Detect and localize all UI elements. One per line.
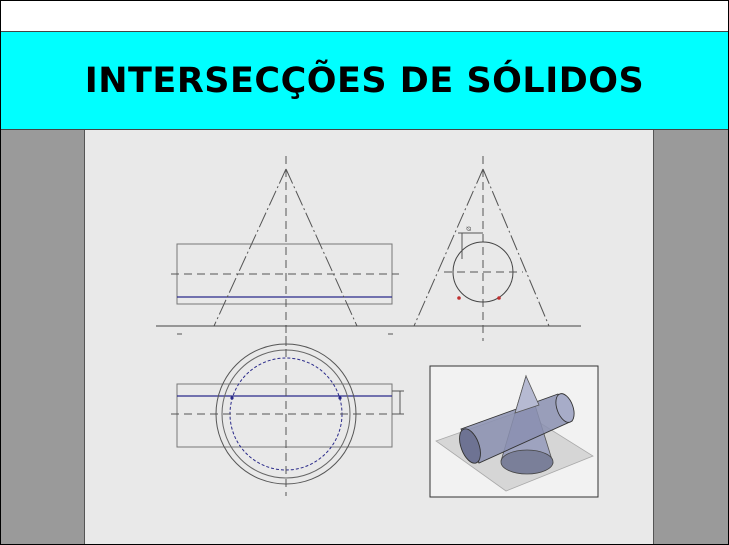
side-view: Ø	[413, 156, 550, 341]
side-point-right	[497, 296, 501, 300]
top-point-right	[338, 396, 342, 400]
cone-tip	[514, 374, 540, 414]
top-point-left	[230, 396, 234, 400]
isometric-view	[429, 365, 599, 498]
side-point-left	[457, 296, 461, 300]
slide-top-band	[1, 1, 728, 31]
side-cone-right-side	[482, 168, 550, 327]
top-view	[171, 336, 404, 496]
front-view	[156, 156, 581, 346]
side-dimension-label: Ø	[466, 226, 473, 231]
front-cone-left-side	[213, 168, 287, 327]
top-cylinder	[176, 383, 393, 448]
cylinder-end-right	[555, 393, 575, 423]
cone-base	[500, 449, 554, 475]
side-cone-left-side	[413, 168, 484, 327]
title-bar: INTERSECÇÕES DE SÓLIDOS	[1, 31, 728, 130]
slide-title: INTERSECÇÕES DE SÓLIDOS	[84, 60, 645, 101]
cylinder-end-left	[459, 428, 481, 464]
front-cone-right-side	[285, 168, 358, 327]
